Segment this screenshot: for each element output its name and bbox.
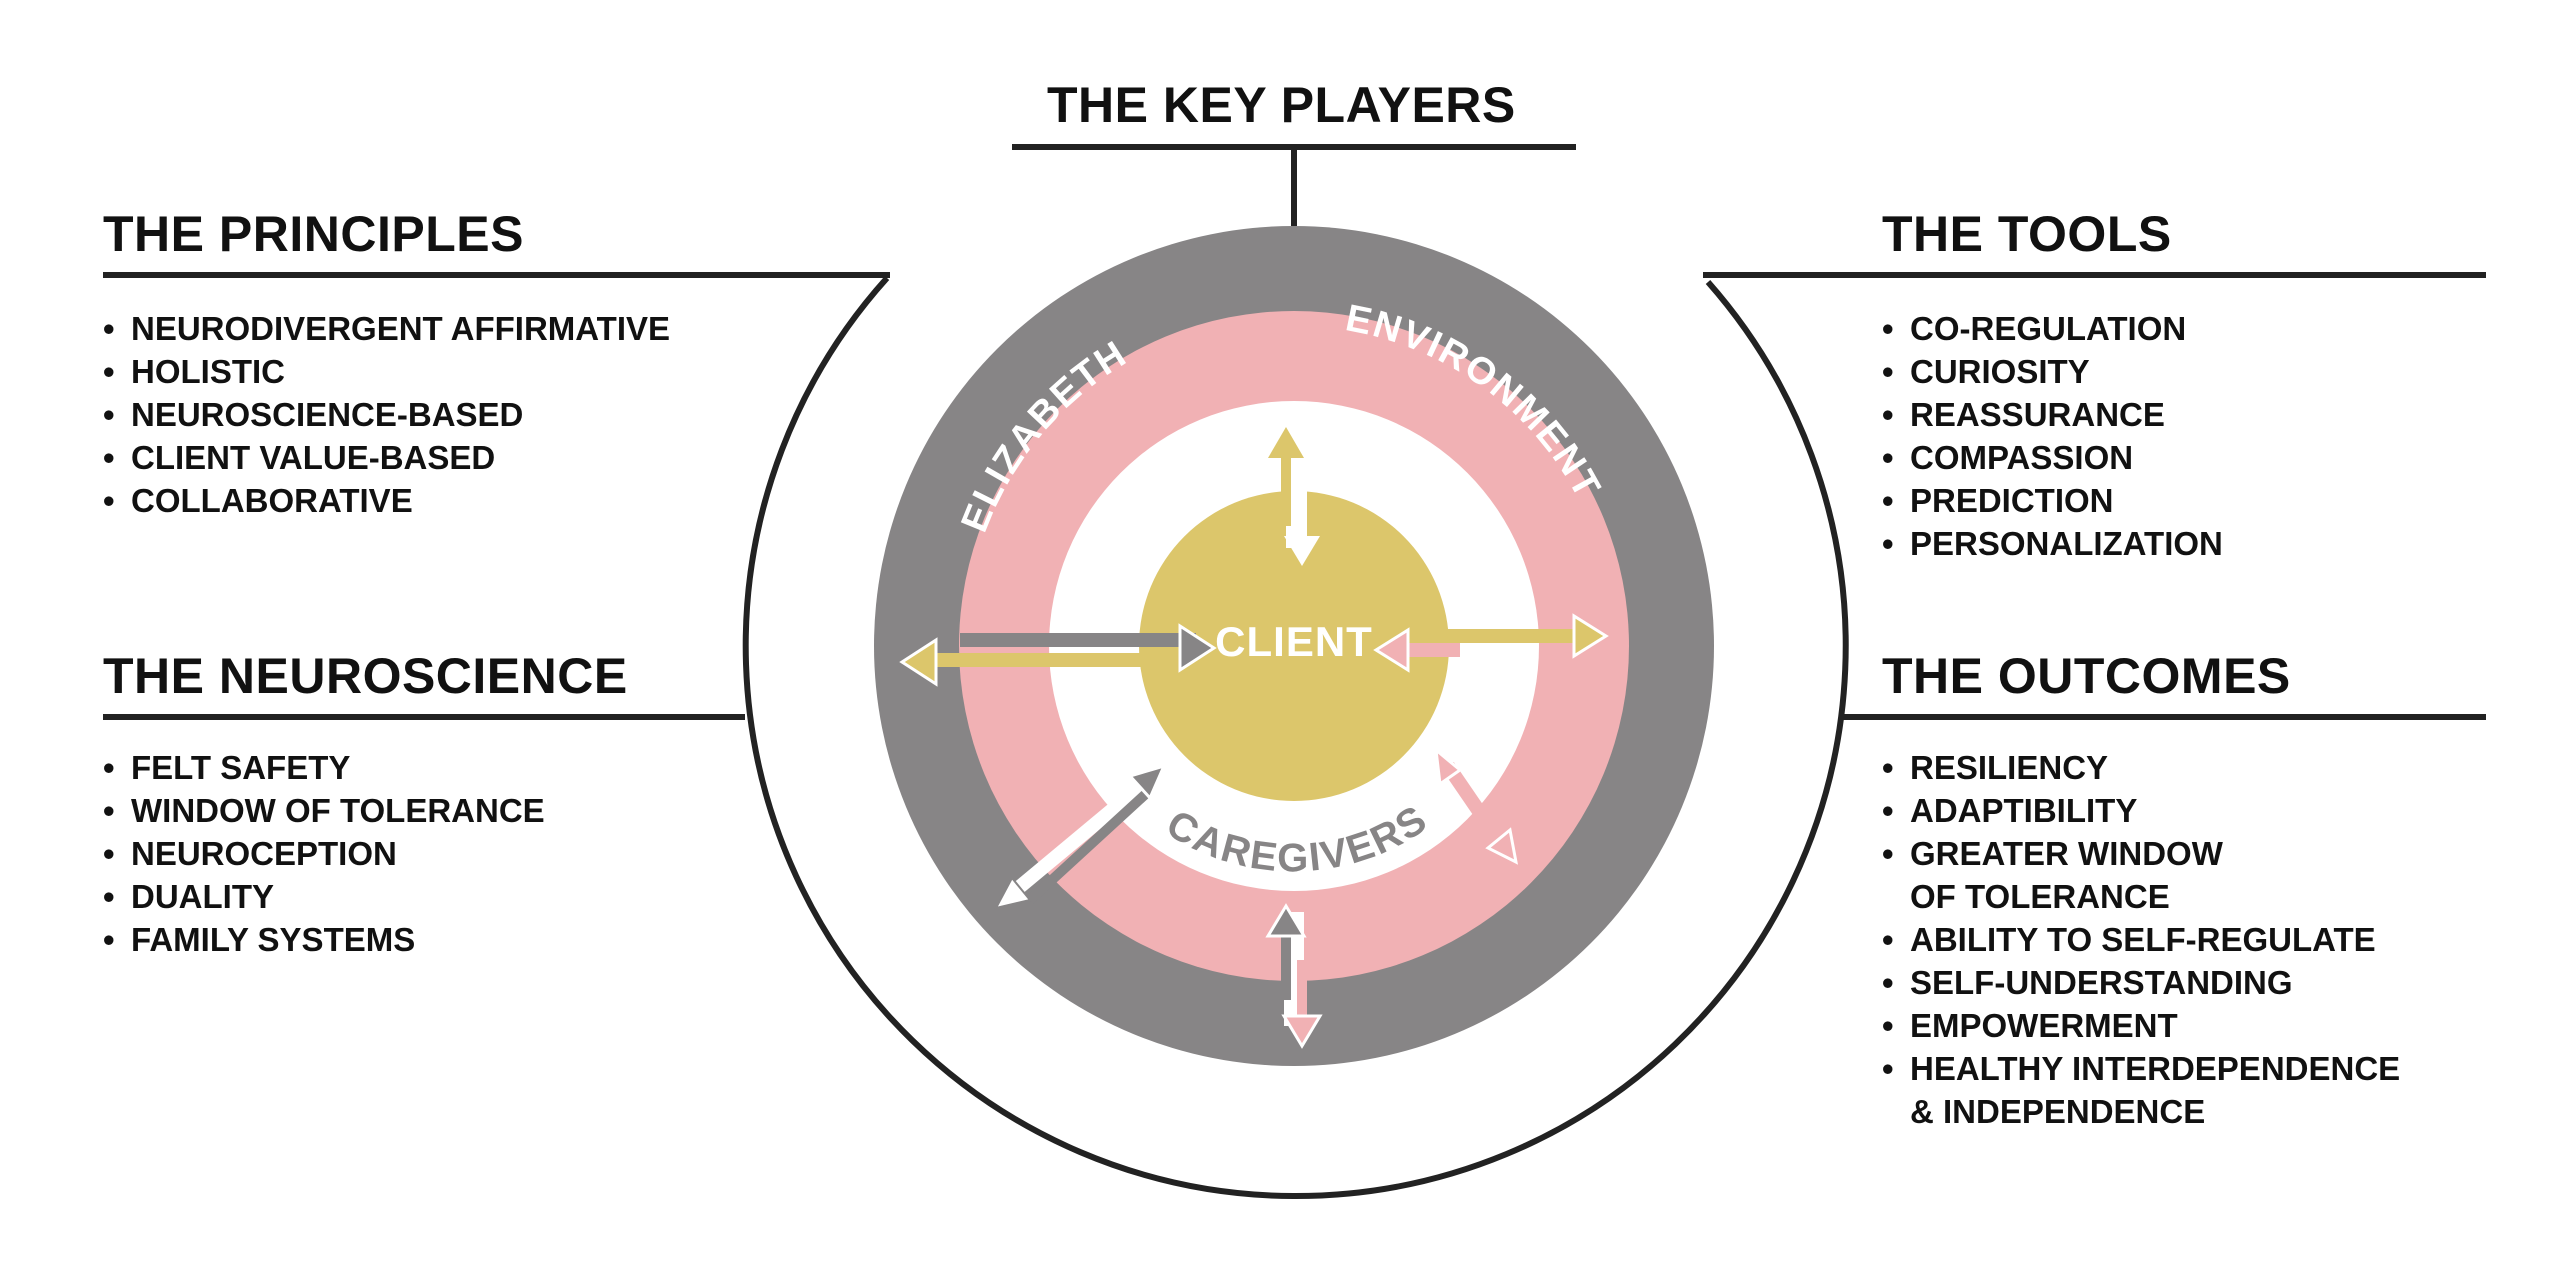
tools-title: THE TOOLS bbox=[1882, 206, 2172, 262]
list-item: •SELF-UNDERSTANDING bbox=[1882, 964, 2293, 1001]
arrow-bottom-left bbox=[994, 763, 1167, 910]
list-item: •FELT SAFETY bbox=[103, 749, 351, 786]
key-players-title: THE KEY PLAYERS bbox=[1047, 77, 1516, 133]
principles-title: THE PRINCIPLES bbox=[103, 206, 524, 262]
client-label: CLIENT bbox=[1215, 618, 1373, 665]
arrow-bottom bbox=[1265, 903, 1323, 1049]
neuroscience-list: •FELT SAFETY •WINDOW OF TOLERANCE •NEURO… bbox=[103, 746, 545, 961]
list-item: •PERSONALIZATION bbox=[1882, 525, 2223, 562]
list-item: •NEURODIVERGENT AFFIRMATIVE bbox=[103, 310, 671, 347]
list-item: •ADAPTIBILITY bbox=[1882, 792, 2138, 829]
principles-list: •NEURODIVERGENT AFFIRMATIVE •HOLISTIC •N… bbox=[103, 307, 670, 522]
outcomes-list: •RESILIENCY •ADAPTIBILITY •GREATER WINDO… bbox=[1882, 746, 2400, 1133]
list-item: •CURIOSITY bbox=[1882, 353, 2090, 390]
list-item: •COMPASSION bbox=[1882, 439, 2134, 476]
arrow-right bbox=[1373, 613, 1609, 673]
list-item: •HEALTHY INTERDEPENDENCE& INDEPENDENCE bbox=[1882, 1050, 2401, 1130]
neuroscience-title: THE NEUROSCIENCE bbox=[103, 648, 628, 704]
list-item: •RESILIENCY bbox=[1882, 749, 2109, 786]
list-item: •DUALITY bbox=[103, 878, 274, 915]
tools-list: •CO-REGULATION •CURIOSITY •REASSURANCE •… bbox=[1882, 307, 2223, 565]
arrow-top bbox=[1268, 427, 1320, 566]
list-item: •PREDICTION bbox=[1882, 482, 2114, 519]
list-item: •EMPOWERMENT bbox=[1882, 1007, 2178, 1044]
list-item: •FAMILY SYSTEMS bbox=[103, 921, 416, 958]
list-item: •WINDOW OF TOLERANCE bbox=[103, 792, 545, 829]
list-item: •NEUROSCIENCE-BASED bbox=[103, 396, 524, 433]
outcomes-title: THE OUTCOMES bbox=[1882, 648, 2291, 704]
client-circle bbox=[1139, 491, 1449, 801]
outer-arc bbox=[742, 275, 1849, 1200]
list-item: •COLLABORATIVE bbox=[103, 482, 413, 519]
list-item: •HOLISTIC bbox=[103, 353, 285, 390]
arrow-left bbox=[899, 623, 1217, 687]
list-item: •NEUROCEPTION bbox=[103, 835, 397, 872]
list-item: •ABILITY TO SELF-REGULATE bbox=[1882, 921, 2376, 958]
arrow-bottom-right bbox=[1434, 746, 1519, 865]
list-item: •REASSURANCE bbox=[1882, 396, 2165, 433]
list-item: •CLIENT VALUE-BASED bbox=[103, 439, 496, 476]
list-item: •CO-REGULATION bbox=[1882, 310, 2187, 347]
